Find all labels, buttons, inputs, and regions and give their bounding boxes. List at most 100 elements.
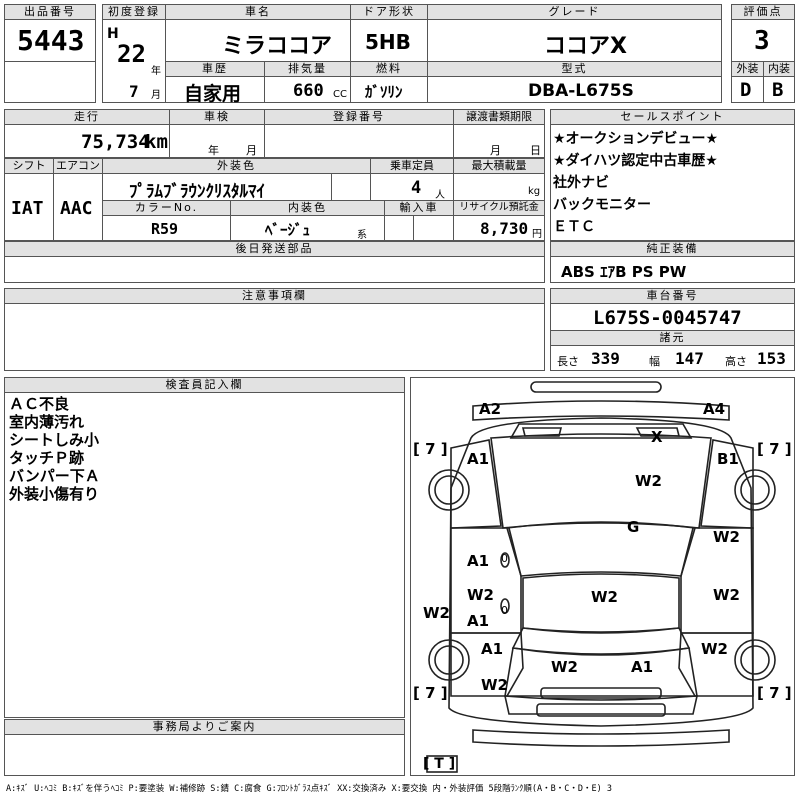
inspector-notes-label: 検査員記入欄 <box>4 377 405 393</box>
specs-label: 諸元 <box>550 330 795 346</box>
later-parts-label: 後日発送部品 <box>4 241 545 257</box>
sales-point-line: ＥＴＣ <box>553 219 595 235</box>
notes-box <box>4 303 545 371</box>
office-notice-label: 事務局よりご案内 <box>4 719 405 735</box>
spare-tire: [ T ] <box>423 756 456 772</box>
car-diagram-box: A2 A4 X W2 A1 B1 G A1 0 W2 W2 A1 0 W2 W2… <box>410 377 795 776</box>
mileage: 75,734 <box>81 131 150 153</box>
color-number-label: カラーNo. <box>102 200 231 216</box>
exterior-color: ﾌﾟﾗﾑﾌﾞﾗｳﾝｸﾘｽﾀﾙﾏｲ <box>129 182 265 202</box>
tire-front-right: [ 7 ] <box>757 440 792 458</box>
mileage-unit: km <box>145 131 168 153</box>
notes-label: 注意事項欄 <box>4 288 545 304</box>
length: 339 <box>591 349 620 368</box>
mark-left-rear-fender: A1 <box>481 640 504 658</box>
inspector-note-line: 外装小傷有り <box>9 485 100 503</box>
office-notice-box <box>4 734 405 776</box>
first-registration-box: H 22 年 7 月 <box>102 19 166 103</box>
car-name: ミラココア <box>222 34 333 59</box>
color-number: R59 <box>151 220 179 238</box>
recycle-deposit: 8,730 <box>480 219 529 238</box>
fuel-label: 燃料 <box>350 61 428 77</box>
mark-left-rear-door-w2: W2 <box>467 586 494 604</box>
inspection-box: 年 月 <box>169 124 265 158</box>
mark-left-rear-door-small: 0 <box>501 604 508 617</box>
inspector-note-line: シートしみ小 <box>9 431 100 449</box>
displacement-unit: CC <box>333 89 347 100</box>
max-load-unit: kg <box>528 186 541 197</box>
max-load-label: 最大積載量 <box>453 158 545 174</box>
history-label: 車歴 <box>165 61 265 77</box>
car-name-label: 車名 <box>165 4 351 20</box>
equipment-label: 純正装備 <box>550 241 795 257</box>
mark-trunk: W2 <box>551 658 578 676</box>
mileage-label: 走行 <box>4 109 170 125</box>
recycle-unit: 円 <box>532 229 542 240</box>
interior-color: ﾍﾞｰｼﾞｭ <box>265 221 311 239</box>
ac-label: エアコン <box>53 158 103 174</box>
interior-color-label: 内装色 <box>230 200 385 216</box>
equipment: ABS ｴｱB PS PW <box>561 263 687 281</box>
displacement-box: 660 CC <box>264 76 351 103</box>
chassis-number-box: L675S-0045747 <box>550 303 795 331</box>
fuel-box: ｶﾞｿﾘﾝ <box>350 76 428 103</box>
tire-rear-right: [ 7 ] <box>757 684 792 702</box>
mark-roof: W2 <box>591 588 618 606</box>
inspector-note-line: バンパー下Ａ <box>9 467 100 485</box>
lot-blank-box <box>4 61 96 103</box>
history-box: 自家用 <box>165 76 265 105</box>
displacement-label: 排気量 <box>264 61 351 77</box>
history: 自家用 <box>184 83 242 105</box>
height-label: 高さ <box>725 355 747 368</box>
grade-label: グレード <box>427 4 722 20</box>
mark-right-rear-door: W2 <box>713 586 740 604</box>
registration-year: 22 <box>117 40 146 68</box>
model-label: 型式 <box>427 61 722 77</box>
registration-month: 7 <box>129 82 139 101</box>
equipment-box: ABS ｴｱB PS PW <box>550 256 795 283</box>
chassis-number-label: 車台番号 <box>550 288 795 304</box>
inspector-note-line: 室内薄汚れ <box>9 413 85 431</box>
transfer-deadline-box: 月 日 <box>453 124 545 158</box>
car-name-box: ミラココア <box>165 19 351 62</box>
capacity-unit: 人 <box>435 190 445 201</box>
air-conditioner: AAC <box>60 198 93 219</box>
lot-number: 5443 <box>17 24 85 57</box>
specs-box: 長さ 339 幅 147 高さ 153 <box>550 345 795 371</box>
sales-point-line: バックモニター <box>553 197 651 213</box>
mark-right-front-fender: B1 <box>717 450 739 468</box>
mark-rear-left: W2 <box>481 676 508 694</box>
mark-left-rear-door-a1: A1 <box>467 612 490 630</box>
exterior-label: 外装 <box>731 61 764 77</box>
transfer-day-unit: 日 <box>530 144 541 157</box>
door-label: ドア形状 <box>350 4 428 20</box>
sales-point-line: ★オークションデビュー★ <box>553 131 719 147</box>
later-parts-box <box>4 256 545 283</box>
length-label: 長さ <box>557 355 579 368</box>
exterior-color-label: 外装色 <box>102 158 371 174</box>
registration-number-box <box>264 124 454 158</box>
interior-box: B <box>763 76 795 103</box>
inspection-label: 車検 <box>169 109 265 125</box>
max-load-box: kg <box>453 173 545 201</box>
era-mark: H <box>107 26 119 42</box>
import-label: 輸入車 <box>384 200 454 216</box>
mark-hood-w2: W2 <box>635 472 662 490</box>
door-type: 5HB <box>365 30 411 54</box>
transfer-deadline-label: 譲渡書類期限 <box>453 109 545 125</box>
sales-point-line: ★ダイハツ認定中古車歴★ <box>553 153 718 169</box>
capacity-label: 乗車定員 <box>370 158 454 174</box>
model: DBA-L675S <box>528 81 634 101</box>
capacity-box: 4 人 <box>370 173 454 201</box>
mark-left-side: W2 <box>423 604 450 622</box>
import-box <box>384 215 454 241</box>
shift: IAT <box>11 198 44 219</box>
inspector-note-line: タッチＰ跡 <box>9 449 85 467</box>
grade: ココアX <box>544 34 627 59</box>
mark-front-left: A2 <box>479 400 502 418</box>
mark-right-rear-fender: W2 <box>701 640 728 658</box>
exterior-color-box: ﾌﾟﾗﾑﾌﾞﾗｳﾝｸﾘｽﾀﾙﾏｲ <box>102 173 371 202</box>
transfer-month-unit: 月 <box>490 144 501 157</box>
